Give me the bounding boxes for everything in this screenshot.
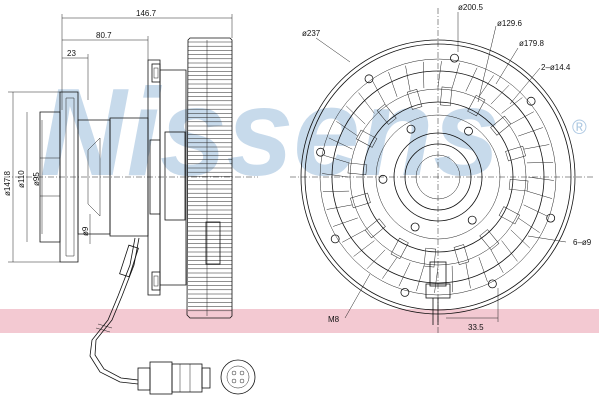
dim-dia-237: ø237 [302, 29, 321, 38]
rib-window [423, 247, 437, 268]
sensor-connector [137, 359, 256, 395]
watermark-registered-mark: ® [572, 117, 587, 139]
cooling-fin [523, 144, 550, 150]
rib-window [505, 145, 526, 162]
bolt-hole [410, 222, 420, 232]
watermark-band [0, 309, 599, 333]
dim-overall-length: 146.7 [136, 9, 157, 18]
dim-thread: M8 [328, 315, 340, 324]
cooling-fin [333, 217, 358, 227]
dim-dia-200-5: ø200.5 [458, 3, 483, 12]
cooling-fin [527, 176, 554, 181]
cooling-fin [405, 65, 411, 92]
cooling-fin [465, 67, 478, 92]
dim-dia-110: ø110 [17, 170, 26, 188]
cooling-fin [323, 155, 350, 164]
rib-window [364, 218, 386, 239]
cooling-fin [523, 204, 548, 217]
rib-window [355, 129, 378, 148]
cooling-fin [398, 262, 411, 287]
dim-dia-95: ø95 [32, 172, 41, 186]
rib-window [490, 115, 512, 136]
cooling-fin [342, 229, 366, 243]
rib-window [479, 229, 500, 251]
cooling-fin [423, 61, 425, 89]
rib-window [498, 206, 521, 225]
cooling-fin [518, 217, 540, 233]
watermark-text: Nissens [40, 64, 500, 202]
cooling-fin [518, 127, 543, 137]
dim-dia-9: ø9 [81, 226, 90, 236]
cooling-fin [382, 257, 398, 279]
dim-holes-6: 6–ø9 [573, 238, 592, 247]
bolt-hole [330, 234, 340, 244]
cooling-fin [490, 85, 510, 105]
front-view: ø237 ø200.5 ø129.6 ø179.8 2–ø14.4 6–ø9 M… [290, 3, 595, 335]
cooling-fin [322, 190, 350, 192]
cooling-fin [416, 265, 425, 292]
cooling-fin [478, 257, 488, 282]
cooling-fin [358, 92, 375, 114]
bolt-hole [400, 287, 410, 297]
side-view: 146.7 80.7 23 ø147.8 ø110 ø95 ø9 [3, 9, 258, 395]
dim-dia-129-6: ø129.6 [497, 19, 522, 28]
bolt-hole [526, 96, 536, 106]
rib-window [453, 244, 470, 265]
dim-dia-179-8: ø179.8 [519, 39, 544, 48]
cooling-fin [353, 240, 375, 257]
bolt-hole [487, 279, 497, 289]
bolt-holes [316, 53, 556, 297]
cooling-fin [510, 111, 534, 125]
cooling-fin [326, 204, 353, 210]
cooling-fin [434, 266, 439, 293]
cooling-fin [451, 265, 453, 293]
fan-ribs [188, 41, 232, 312]
rib-window [347, 162, 368, 176]
bolt-hole [450, 53, 459, 63]
dim-offset: 33.5 [468, 323, 484, 332]
cooling-fin [346, 105, 366, 125]
cooling-fin [336, 121, 358, 137]
bolt-hole [467, 215, 477, 225]
cooling-fin [322, 173, 349, 178]
bolt-hole [546, 213, 556, 223]
cooling-fin [526, 190, 553, 199]
rib-window [390, 237, 409, 260]
cooling-fin [437, 61, 442, 88]
dim-length-3: 23 [67, 49, 76, 58]
bolt-hole [364, 74, 374, 84]
cooling-fin [526, 162, 554, 164]
rib-window [467, 94, 486, 117]
dim-holes-2: 2–ø14.4 [541, 63, 571, 72]
cooling-fin [478, 75, 494, 97]
bolt-hole [406, 124, 416, 134]
bolt-hole [316, 147, 326, 157]
rib-window [439, 86, 453, 107]
cooling-fin [510, 229, 530, 249]
cooling-fin [465, 262, 471, 289]
cooling-fin [501, 240, 518, 262]
bolt-hole [464, 126, 473, 136]
cooling-fin [366, 249, 386, 269]
cooling-fin [451, 62, 460, 89]
cooling-fin [388, 72, 398, 97]
dim-dia-fan: ø147.8 [3, 171, 12, 196]
rib-window [508, 178, 529, 192]
rib-window [376, 103, 397, 125]
cooling-fin [490, 249, 504, 273]
rib-window [406, 89, 423, 110]
dim-length-2: 80.7 [96, 31, 112, 40]
cooling-fin [501, 97, 523, 114]
cooling-fin [328, 137, 353, 150]
cooling-fins [322, 61, 554, 293]
bolt-hole [378, 174, 388, 184]
rib-window [350, 192, 371, 209]
cooling-fin [372, 81, 386, 105]
